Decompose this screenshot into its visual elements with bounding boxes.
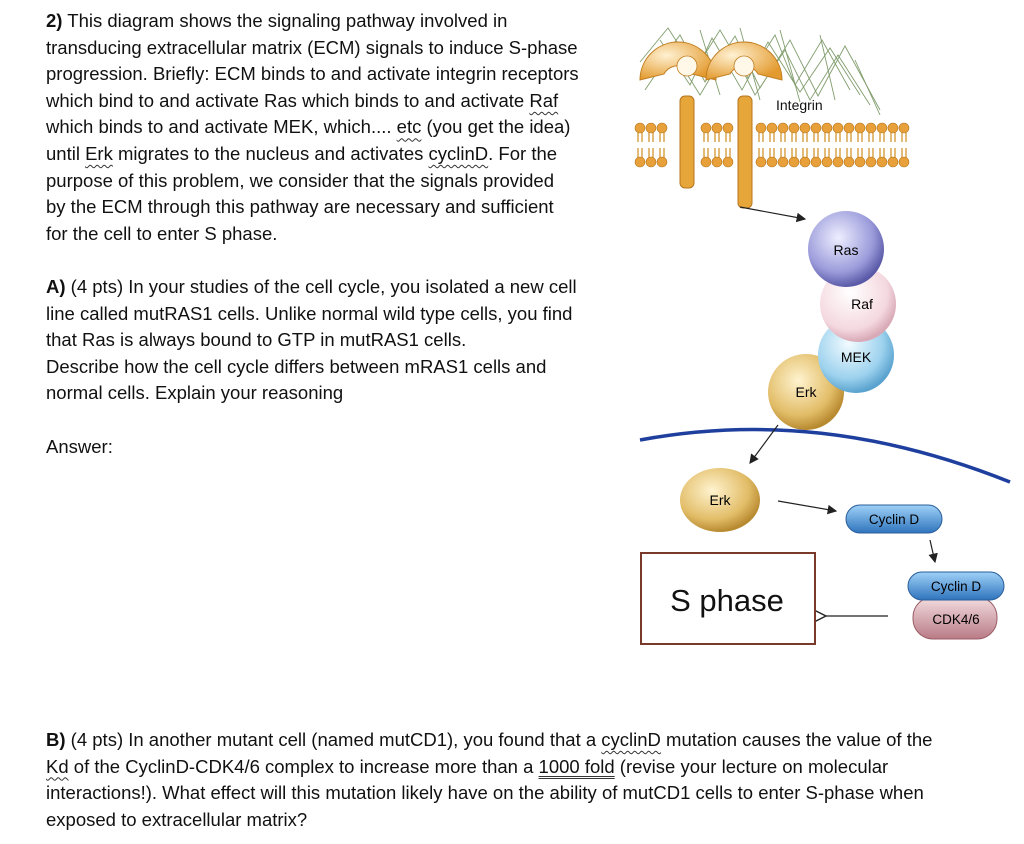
answer-label: Answer: [46, 436, 113, 457]
svg-text:MEK: MEK [841, 349, 872, 365]
question-a-label: A) [46, 276, 66, 297]
integrin-label: Integrin [776, 97, 823, 113]
svg-text:Cyclin D: Cyclin D [869, 512, 920, 527]
cyclin-d-protein: Cyclin D [845, 504, 943, 534]
integrin-receptor-left [639, 41, 717, 189]
cyclind-to-complex-arrow [928, 539, 938, 564]
erk-to-cyclind-arrow [777, 500, 838, 515]
question-a-text: A) (4 pts) In your studies of the cell c… [46, 276, 577, 404]
ras-protein: Ras [808, 211, 884, 287]
nuclear-membrane [639, 427, 1011, 484]
cyclind-cdk46-complex: Cyclin D CDK4/6 [907, 571, 1005, 640]
svg-text:Erk: Erk [710, 492, 732, 508]
integrin-to-ras-arrow [739, 206, 807, 223]
s-phase-box: S phase [640, 552, 816, 645]
svg-text:Erk: Erk [796, 384, 818, 400]
question-b-label: B) [46, 729, 66, 750]
question-number: 2) [46, 10, 63, 31]
svg-text:S phase: S phase [670, 583, 784, 618]
erk-nucleus: Erk [680, 468, 760, 532]
question-b-text: B) (4 pts) In another mutant cell (named… [46, 729, 933, 830]
svg-text:CDK4/6: CDK4/6 [932, 612, 979, 627]
lipid-bilayer [634, 122, 910, 168]
svg-text:Cyclin D: Cyclin D [931, 579, 982, 594]
integrin-receptor-right [705, 41, 783, 209]
svg-text:Raf: Raf [851, 296, 873, 312]
question-2-text: 2) This diagram shows the signaling path… [46, 10, 579, 244]
svg-text:Ras: Ras [834, 242, 859, 258]
erk-translocation-arrow [749, 424, 779, 464]
